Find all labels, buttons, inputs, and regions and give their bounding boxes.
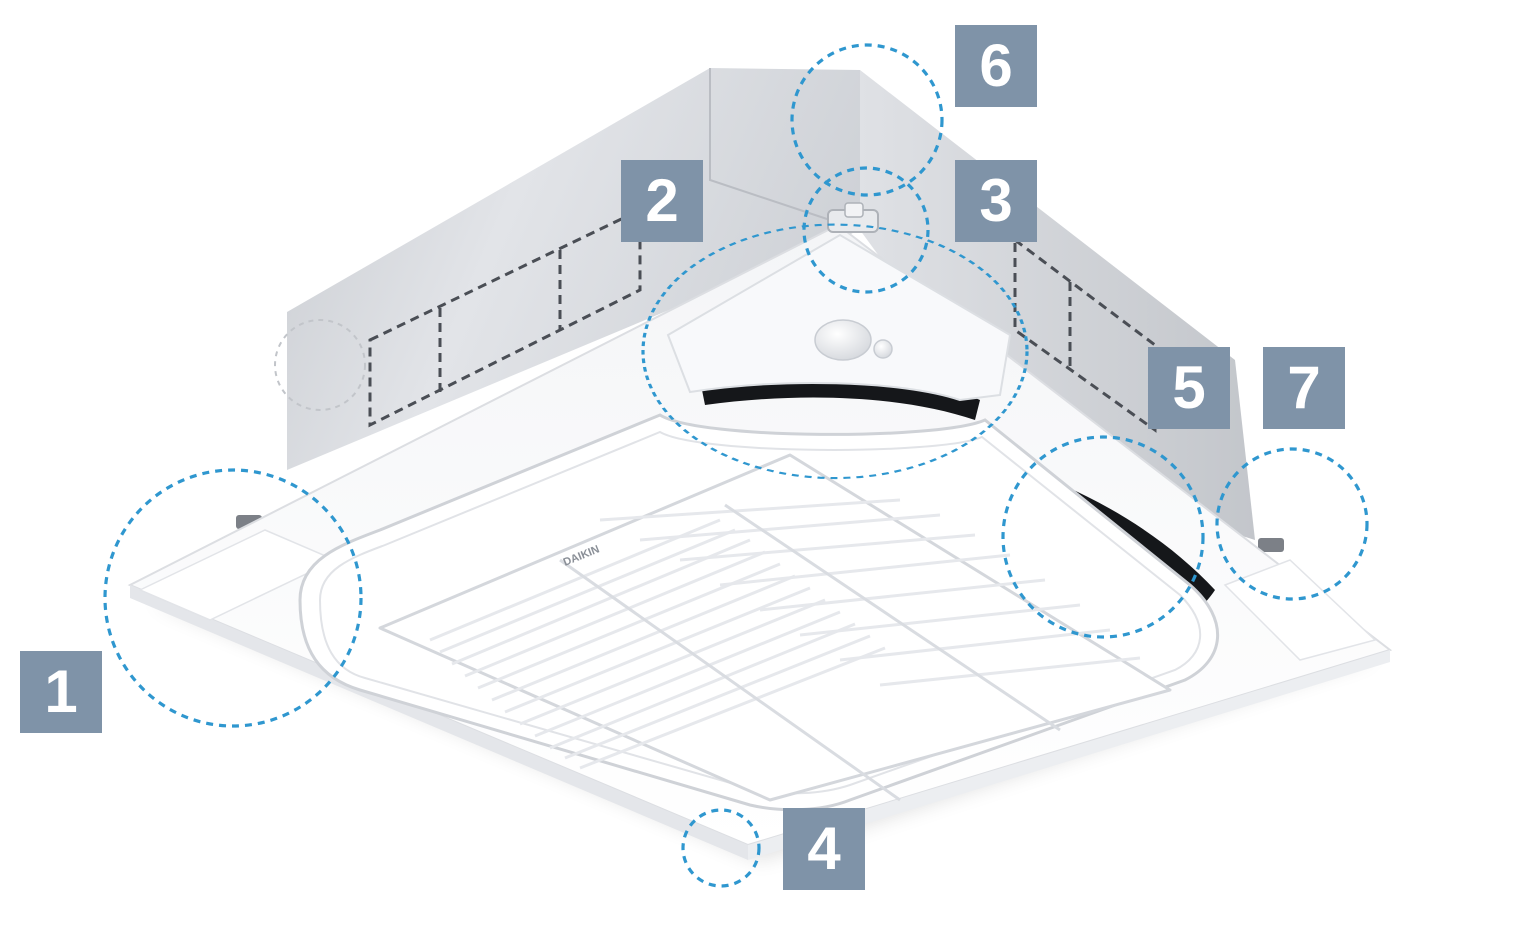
callout-circle-5 (1001, 435, 1205, 639)
callout-circle-1 (103, 468, 363, 728)
callout-badge-3: 3 (955, 160, 1037, 242)
callout-circles (103, 43, 1369, 888)
callout-badge-7: 7 (1263, 347, 1345, 429)
callout-circle-7 (1215, 447, 1369, 601)
intake-grille: DAIKIN (378, 453, 1172, 802)
presence-sensor (666, 233, 1012, 402)
callout-badge-1: 1 (20, 651, 102, 733)
callout-circle-4 (681, 808, 761, 888)
callout-circle-2 (641, 223, 1029, 480)
callout-circle-6 (790, 43, 944, 197)
callout-circle-3 (802, 166, 930, 294)
callout-badge-4: 4 (783, 808, 865, 890)
callout-badge-6: 6 (955, 25, 1037, 107)
callout-badge-5: 5 (1148, 347, 1230, 429)
callout-badge-2: 2 (621, 160, 703, 242)
drain-connector (827, 202, 879, 233)
